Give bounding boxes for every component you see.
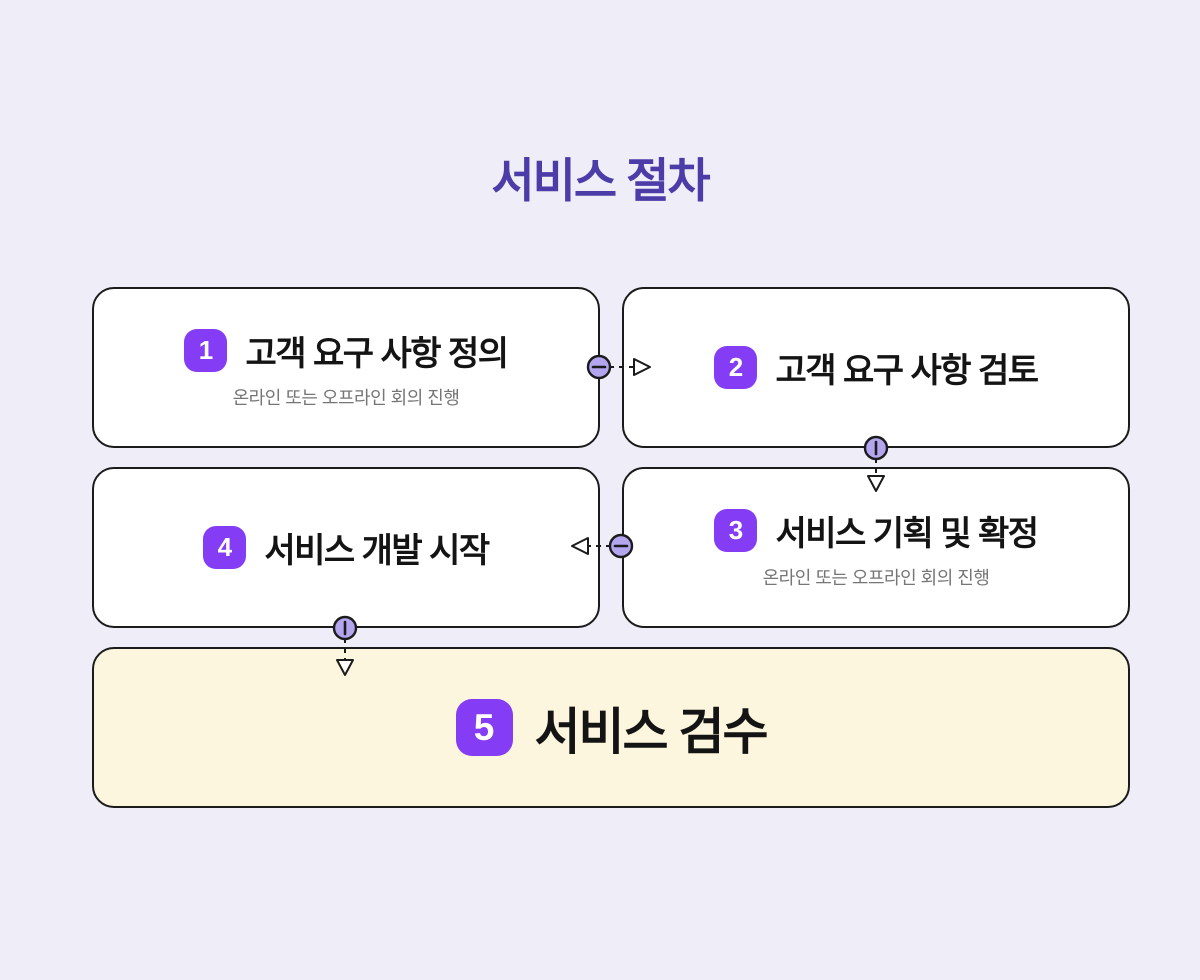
- node-title-row: 2 고객 요구 사항 검토: [714, 343, 1039, 392]
- step-number-badge: 2: [714, 346, 758, 389]
- page-title: 서비스 절차: [491, 154, 710, 207]
- node-title: 서비스 기획 및 확정: [775, 514, 1039, 553]
- node-subtitle: 온라인 또는 오프라인 회의 진행: [762, 567, 990, 588]
- node-title: 고객 요구 사항 정의: [245, 334, 509, 373]
- step-number-badge: 4: [203, 526, 247, 569]
- step-number-badge: 1: [184, 328, 228, 372]
- flow-node-step-1[interactable]: 1 고객 요구 사항 정의 온라인 또는 오프라인 회의 진행: [92, 287, 600, 448]
- node-title-row: 3 서비스 기획 및 확정: [714, 506, 1039, 555]
- flow-node-step-4[interactable]: 4 서비스 개발 시작: [92, 467, 600, 628]
- node-title: 서비스 개발 시작: [264, 532, 490, 570]
- flow-node-step-2[interactable]: 2 고객 요구 사항 검토: [622, 287, 1130, 448]
- node-title: 서비스 검수: [534, 703, 769, 760]
- node-title-row: 1 고객 요구 사항 정의: [184, 326, 509, 375]
- flow-node-step-5[interactable]: 5 서비스 검수: [92, 647, 1130, 808]
- node-title-row: 5 서비스 검수: [455, 692, 769, 764]
- node-title: 고객 요구 사항 검토: [775, 352, 1039, 390]
- flow-node-step-3[interactable]: 3 서비스 기획 및 확정 온라인 또는 오프라인 회의 진행: [622, 467, 1130, 628]
- node-title-row: 4 서비스 개발 시작: [203, 523, 490, 572]
- step-number-badge: 3: [714, 508, 758, 552]
- node-subtitle: 온라인 또는 오프라인 회의 진행: [232, 387, 460, 408]
- step-number-badge: 5: [455, 699, 513, 756]
